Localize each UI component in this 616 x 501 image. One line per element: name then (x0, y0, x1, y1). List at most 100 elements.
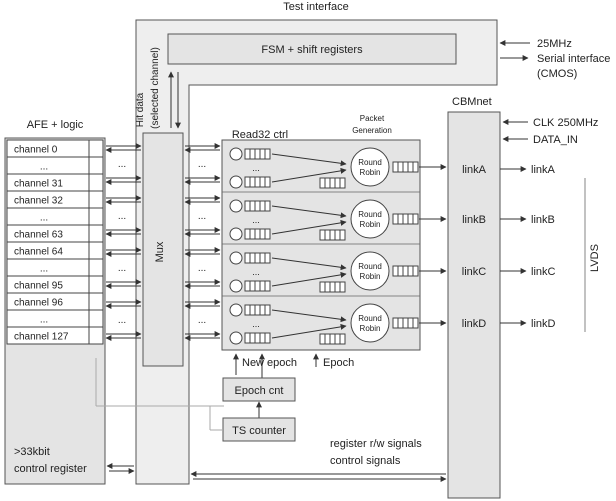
hit-input-circle (229, 303, 243, 317)
hit-input-circle (229, 331, 243, 345)
cbmnet-link-output-label: linkA (531, 164, 556, 176)
fifo-to-roundrobin-arrow (271, 153, 347, 167)
hit-input-circle (229, 147, 243, 161)
fifo-cell (319, 229, 326, 241)
fifo-cell (329, 229, 336, 241)
afe-channel-label: channel 127 (14, 332, 69, 343)
afe-channel-label: ... (40, 162, 48, 173)
fifo-cell (412, 213, 419, 225)
fifo-cell (397, 161, 404, 173)
fifo-cell (407, 317, 414, 329)
fifo-cell (324, 333, 331, 345)
afe-channel-label: ... (40, 315, 48, 326)
output-fifo (392, 213, 419, 225)
fifo-cell (412, 265, 419, 277)
input-fifo (244, 176, 271, 188)
afe-channel-port (88, 241, 104, 260)
fifo-to-roundrobin-arrow (271, 309, 347, 323)
fifo-to-roundrobin-arrow (271, 271, 347, 287)
fifo-cell (329, 281, 336, 293)
fifo-cell (249, 148, 256, 160)
fifo-cell (249, 304, 256, 316)
afe-channel-port (88, 190, 104, 209)
new-epoch-label: New epoch (242, 357, 297, 369)
round-robin-label: Round (358, 158, 382, 167)
fifo-cell (339, 281, 346, 293)
afe-channel-port (88, 258, 104, 277)
afe-channel-label: channel 31 (14, 179, 63, 190)
selected-channel-label: (selected channel) (150, 47, 161, 129)
fifo-cell (254, 252, 261, 264)
ellipsis-mux-read32: ... (198, 263, 206, 274)
input-fifo (244, 148, 271, 160)
fifo-cell (402, 161, 409, 173)
fifo-cell (254, 200, 261, 212)
cbmnet-link-output-label: linkD (531, 318, 556, 330)
fifo-cell (259, 280, 266, 292)
cbmnet-link-internal-label: linkD (462, 318, 487, 330)
fifo-cell (249, 228, 256, 240)
afe-channel-label: channel 32 (14, 196, 63, 207)
ellipsis-afe-mux: ... (118, 315, 126, 326)
hit-input-circle (229, 227, 243, 241)
cbmnet-link-internal-label: linkC (462, 266, 487, 278)
fifo-cell (259, 332, 266, 344)
round-robin-label: Robin (360, 272, 381, 281)
fifo-cell (412, 317, 419, 329)
input-fifo (244, 332, 271, 344)
read32-ctrl-group: ...RoundRobin...RoundRobin...RoundRobin.… (221, 139, 447, 351)
ts-counter-label: TS counter (232, 425, 286, 437)
afe-channel-port (88, 326, 104, 345)
lvds-label: LVDS (589, 244, 601, 272)
fifo-cell (249, 200, 256, 212)
fifo-cell (254, 304, 261, 316)
fifo-cell (264, 176, 271, 188)
fifo-cell (254, 176, 261, 188)
epoch-label: Epoch (323, 357, 354, 369)
fifo-cell (334, 333, 341, 345)
fifo-cell (254, 280, 261, 292)
fifo-cell (249, 332, 256, 344)
fifo-cell (259, 200, 266, 212)
fifo-cell (254, 228, 261, 240)
epoch-cnt-block (222, 377, 296, 402)
fifo-cell (392, 161, 399, 173)
fifo-cell (334, 177, 341, 189)
fifo-cell (392, 317, 399, 329)
fifo-cell (244, 280, 251, 292)
serial-interface-label: Serial interface (537, 53, 610, 65)
mux-label: Mux (154, 241, 166, 262)
fifo-cell (264, 200, 271, 212)
fifo-cell (264, 304, 271, 316)
afe-channel-port (88, 156, 104, 175)
fifo-cell (254, 148, 261, 160)
fifo-cell (319, 177, 326, 189)
cbmnet-link-internal-label: linkA (462, 164, 487, 176)
cbmnet-link-internal-label: linkB (462, 214, 486, 226)
output-fifo (392, 317, 419, 329)
fifo-cell (244, 304, 251, 316)
rw-signals-label: register r/w signals (330, 438, 422, 450)
afe-channel-port (88, 292, 104, 311)
fifo-cell (329, 333, 336, 345)
input-fifo (244, 304, 271, 316)
epoch-cnt-label: Epoch cnt (235, 385, 284, 397)
clock-25mhz-label: 25MHz (537, 38, 572, 50)
packet-generation-label-2: Generation (352, 126, 392, 135)
output-fifo (392, 161, 419, 173)
fifo-cell (249, 176, 256, 188)
round-robin-circle (350, 251, 390, 291)
fifo-cell (334, 281, 341, 293)
fifo-cell (334, 229, 341, 241)
data-in-label: DATA_IN (533, 134, 578, 146)
read32-input-ellipsis: ... (252, 267, 260, 277)
fifo-cell (324, 177, 331, 189)
read32-input-ellipsis: ... (252, 215, 260, 225)
afe-channel-port (88, 139, 104, 158)
hit-input-circle (229, 251, 243, 265)
ellipsis-mux-read32: ... (198, 315, 206, 326)
fifo-to-roundrobin-arrow (271, 257, 347, 271)
control-register-size: >33kbit (14, 446, 50, 458)
